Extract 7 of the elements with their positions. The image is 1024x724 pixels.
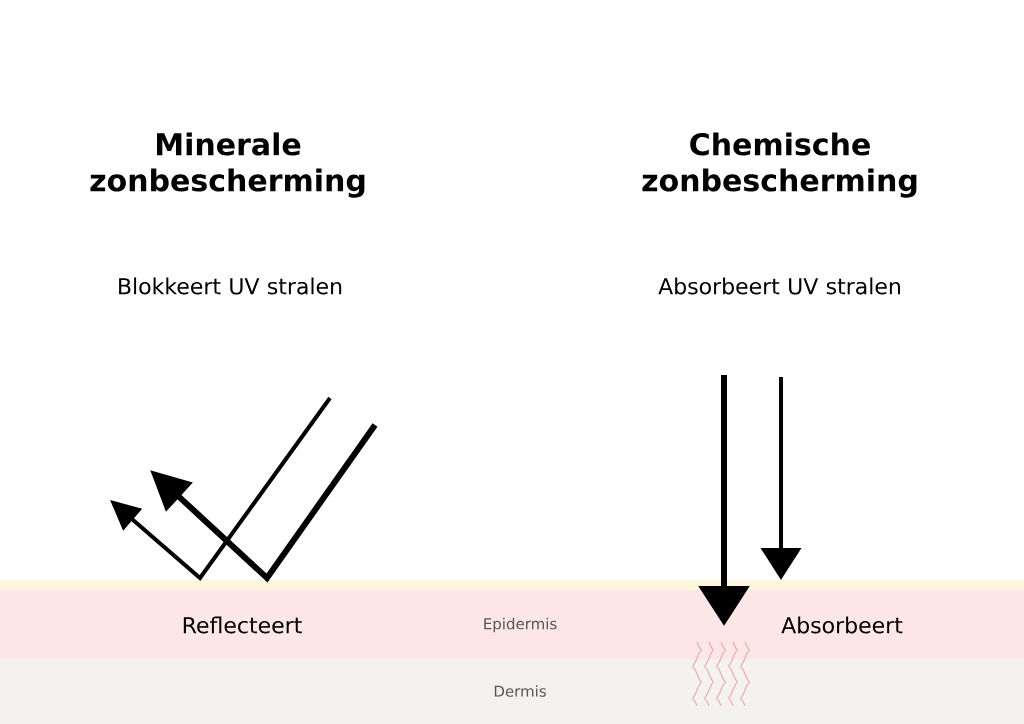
heading: Minerale zonbescherming	[90, 132, 365, 198]
subheading: Blokkeert UV stralen	[119, 277, 342, 295]
layer-label: Reflecteert	[183, 616, 302, 634]
layer-label: Absorbeert	[781, 616, 903, 634]
dermis-band: Dermis	[0, 659, 1024, 724]
subheading: Absorbeert UV stralen	[658, 277, 900, 295]
heading: Chemische zonbescherming	[642, 132, 917, 198]
